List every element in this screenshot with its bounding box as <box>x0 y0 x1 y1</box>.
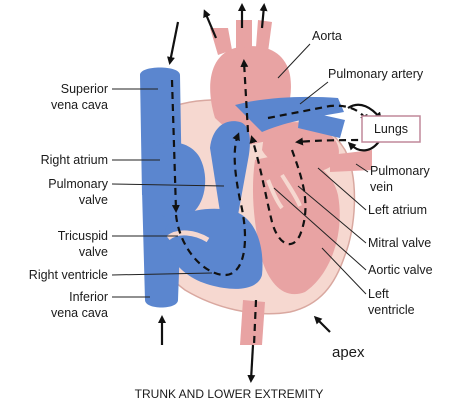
tricuspid-valve-label-line1: Tricuspid <box>58 229 108 243</box>
left-ventricle-label-line1: Left <box>368 287 389 301</box>
pulmonary-vein-label-line1: Pulmonary <box>370 164 430 178</box>
caption: TRUNK AND LOWER EXTREMITY <box>135 387 324 401</box>
svc-inflow-arrow <box>170 22 178 62</box>
left-atrium-label: Left atrium <box>368 203 427 217</box>
pulmonary-valve-label-line1: Pulmonary <box>48 177 108 191</box>
aortic-valve-label: Aortic valve <box>368 263 433 277</box>
tricuspid-valve-label-line2: valve <box>79 245 108 259</box>
apex-pointer-arrow <box>316 318 330 332</box>
inferior-vena-cava-label-line1: Inferior <box>69 290 108 304</box>
inferior-vena-cava-label-line2: vena cava <box>51 306 108 320</box>
left-ventricle-label-line2: ventricle <box>368 303 415 317</box>
superior-vena-cava-label-line2: vena cava <box>51 98 108 112</box>
lungs-label: Lungs <box>374 122 408 136</box>
pulmonary-artery-label: Pulmonary artery <box>328 67 424 81</box>
descending-aorta <box>240 300 265 345</box>
right-ventricle-label: Right ventricle <box>29 268 108 282</box>
lower-body-outflow-arrow <box>251 345 253 380</box>
right-atrium-label: Right atrium <box>41 153 108 167</box>
pulmonary-valve-label-line2: valve <box>79 193 108 207</box>
aorta-label: Aorta <box>312 29 342 43</box>
pulmonary-vein-label-line2: vein <box>370 180 393 194</box>
superior-vena-cava-label-line1: Superior <box>61 82 108 96</box>
mitral-valve-label: Mitral valve <box>368 236 431 250</box>
right-atrium <box>148 142 205 218</box>
apex-label: apex <box>332 344 365 361</box>
aorta-outflow-arrow-1 <box>205 12 216 38</box>
